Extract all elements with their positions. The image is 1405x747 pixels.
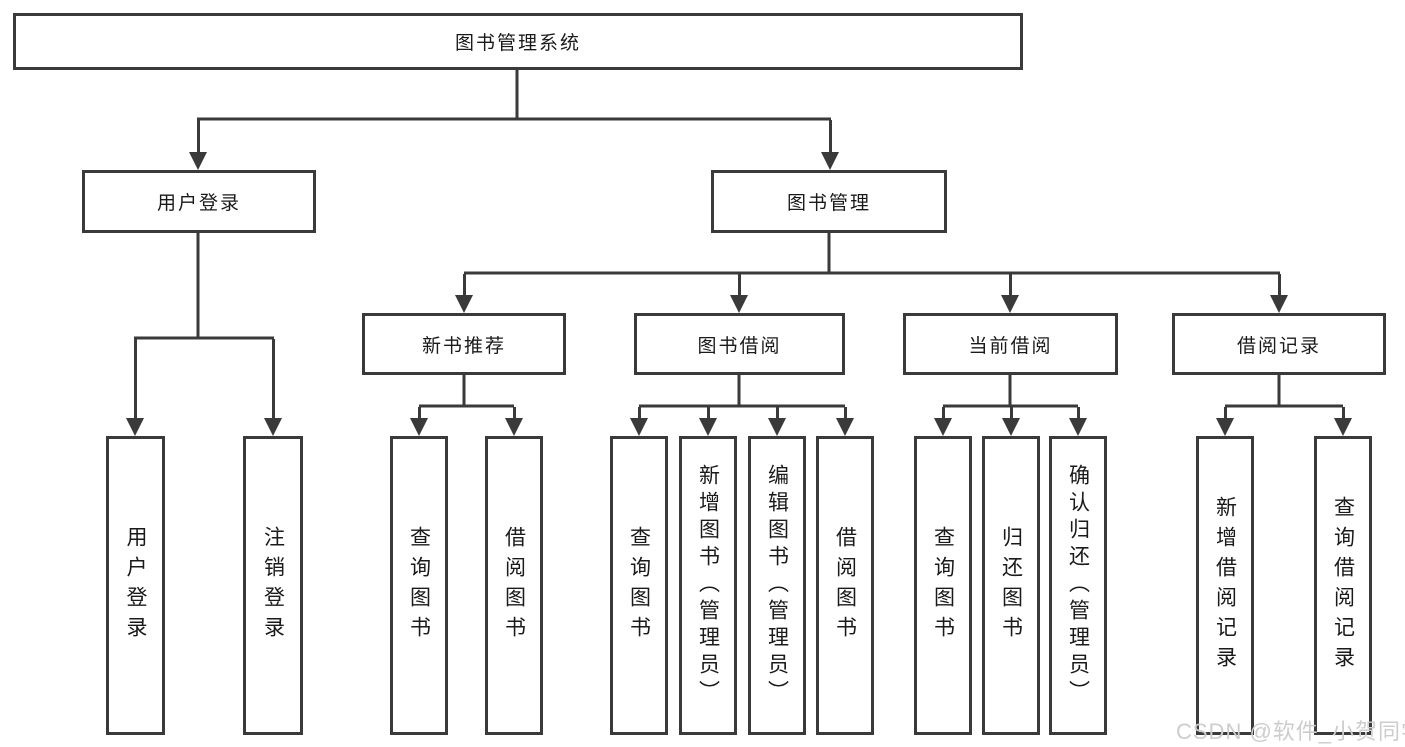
leaf-query-books-3: 查询图书: [914, 436, 972, 735]
leaf-logout-label: 注销登录: [261, 525, 285, 646]
connector-arrow-leaf-confirm-return: [1069, 407, 1087, 436]
connector-arrow-current-borrow: [1001, 274, 1019, 313]
connector-arrow-leaf-edit-books: [768, 407, 786, 436]
leaf-borrow-books-2: 借阅图书: [816, 436, 874, 735]
leaf-query-books-2: 查询图书: [610, 436, 668, 735]
leaf-logout: 注销登录: [243, 436, 303, 735]
connector-book-management-stem: [827, 233, 831, 274]
connector-borrow-stem: [737, 375, 741, 407]
connector-user-login-stem: [196, 233, 200, 339]
leaf-borrow-books-1: 借阅图书: [485, 436, 543, 735]
leaf-query-books-1: 查询图书: [390, 436, 448, 735]
leaf-return-books-label: 归还图书: [999, 525, 1023, 646]
node-book-management: 图书管理: [711, 170, 947, 233]
node-new-book-recommend-label: 新书推荐: [421, 335, 506, 357]
leaf-user-login: 用户登录: [106, 436, 165, 735]
leaf-borrow-books-1-label: 借阅图书: [502, 525, 526, 646]
connector-arrow-leaf-user-login: [126, 339, 144, 436]
node-book-borrow-label: 图书借阅: [697, 335, 782, 357]
leaf-return-books: 归还图书: [982, 436, 1040, 735]
connector-arrow-book-borrow: [730, 274, 748, 313]
connector-arrow-leaf-borrow-1: [505, 407, 523, 436]
connector-arrow-leaf-query-2: [630, 407, 648, 436]
connector-root-stem: [515, 70, 519, 120]
connector-borrow-hline: [639, 404, 845, 408]
leaf-add-books-admin: 新增图书（管理员）: [679, 436, 737, 735]
connector-root-hline: [197, 117, 831, 121]
connector-records-stem: [1277, 375, 1281, 407]
connector-arrow-leaf-query-3: [934, 407, 952, 436]
leaf-query-books-1-label: 查询图书: [407, 525, 431, 646]
connector-arrow-leaf-add-books: [699, 407, 717, 436]
leaf-confirm-return-admin-label: 确认归还（管理员）: [1066, 464, 1090, 707]
node-borrow-records-label: 借阅记录: [1236, 335, 1321, 357]
leaf-query-borrow-record-label: 查询借阅记录: [1331, 495, 1355, 676]
leaf-user-login-label: 用户登录: [124, 525, 147, 646]
connector-user-login-hline: [134, 336, 274, 340]
connector-arrow-leaf-borrow-2: [836, 407, 854, 436]
node-user-login: 用户登录: [82, 170, 316, 233]
connector-arrow-leaf-query-record: [1334, 407, 1352, 436]
connector-book-management-hline: [464, 271, 1280, 275]
node-root: 图书管理系统: [13, 13, 1023, 70]
leaf-add-books-admin-label: 新增图书（管理员）: [696, 464, 720, 707]
node-root-label: 图书管理系统: [454, 33, 581, 54]
node-current-borrow-label: 当前借阅: [968, 335, 1053, 357]
connector-arrow-user-login: [189, 120, 207, 170]
leaf-edit-books-admin-label: 编辑图书（管理员）: [765, 464, 789, 707]
connector-arrow-leaf-return: [1002, 407, 1020, 436]
leaf-query-books-2-label: 查询图书: [627, 525, 651, 646]
leaf-add-borrow-record-label: 新增借阅记录: [1213, 495, 1237, 676]
leaf-query-books-3-label: 查询图书: [931, 525, 955, 646]
leaf-edit-books-admin: 编辑图书（管理员）: [748, 436, 806, 735]
connector-arrow-leaf-add-record: [1216, 407, 1234, 436]
connector-current-hline: [943, 404, 1078, 408]
leaf-confirm-return-admin: 确认归还（管理员）: [1049, 436, 1107, 735]
connector-arrow-borrow-records: [1270, 274, 1288, 313]
node-book-management-label: 图书管理: [786, 193, 871, 214]
csdn-watermark: CSDN @软件_小贺同学: [1176, 719, 1405, 744]
connector-arrow-leaf-query-1: [410, 407, 428, 436]
connector-recommend-stem: [462, 375, 466, 407]
leaf-query-borrow-record: 查询借阅记录: [1314, 436, 1372, 735]
connector-arrow-leaf-logout: [264, 339, 282, 436]
connector-arrow-new-book-recommend: [455, 274, 473, 313]
leaf-add-borrow-record: 新增借阅记录: [1196, 436, 1254, 735]
connector-recommend-hline: [419, 404, 514, 408]
node-book-borrow: 图书借阅: [634, 313, 845, 375]
connector-records-hline: [1225, 404, 1343, 408]
connector-current-stem: [1008, 375, 1012, 407]
node-user-login-label: 用户登录: [156, 193, 241, 214]
node-borrow-records: 借阅记录: [1172, 313, 1386, 375]
leaf-borrow-books-2-label: 借阅图书: [833, 525, 857, 646]
connector-arrow-book-management: [821, 120, 839, 170]
node-current-borrow: 当前借阅: [903, 313, 1118, 375]
node-new-book-recommend: 新书推荐: [362, 313, 566, 375]
